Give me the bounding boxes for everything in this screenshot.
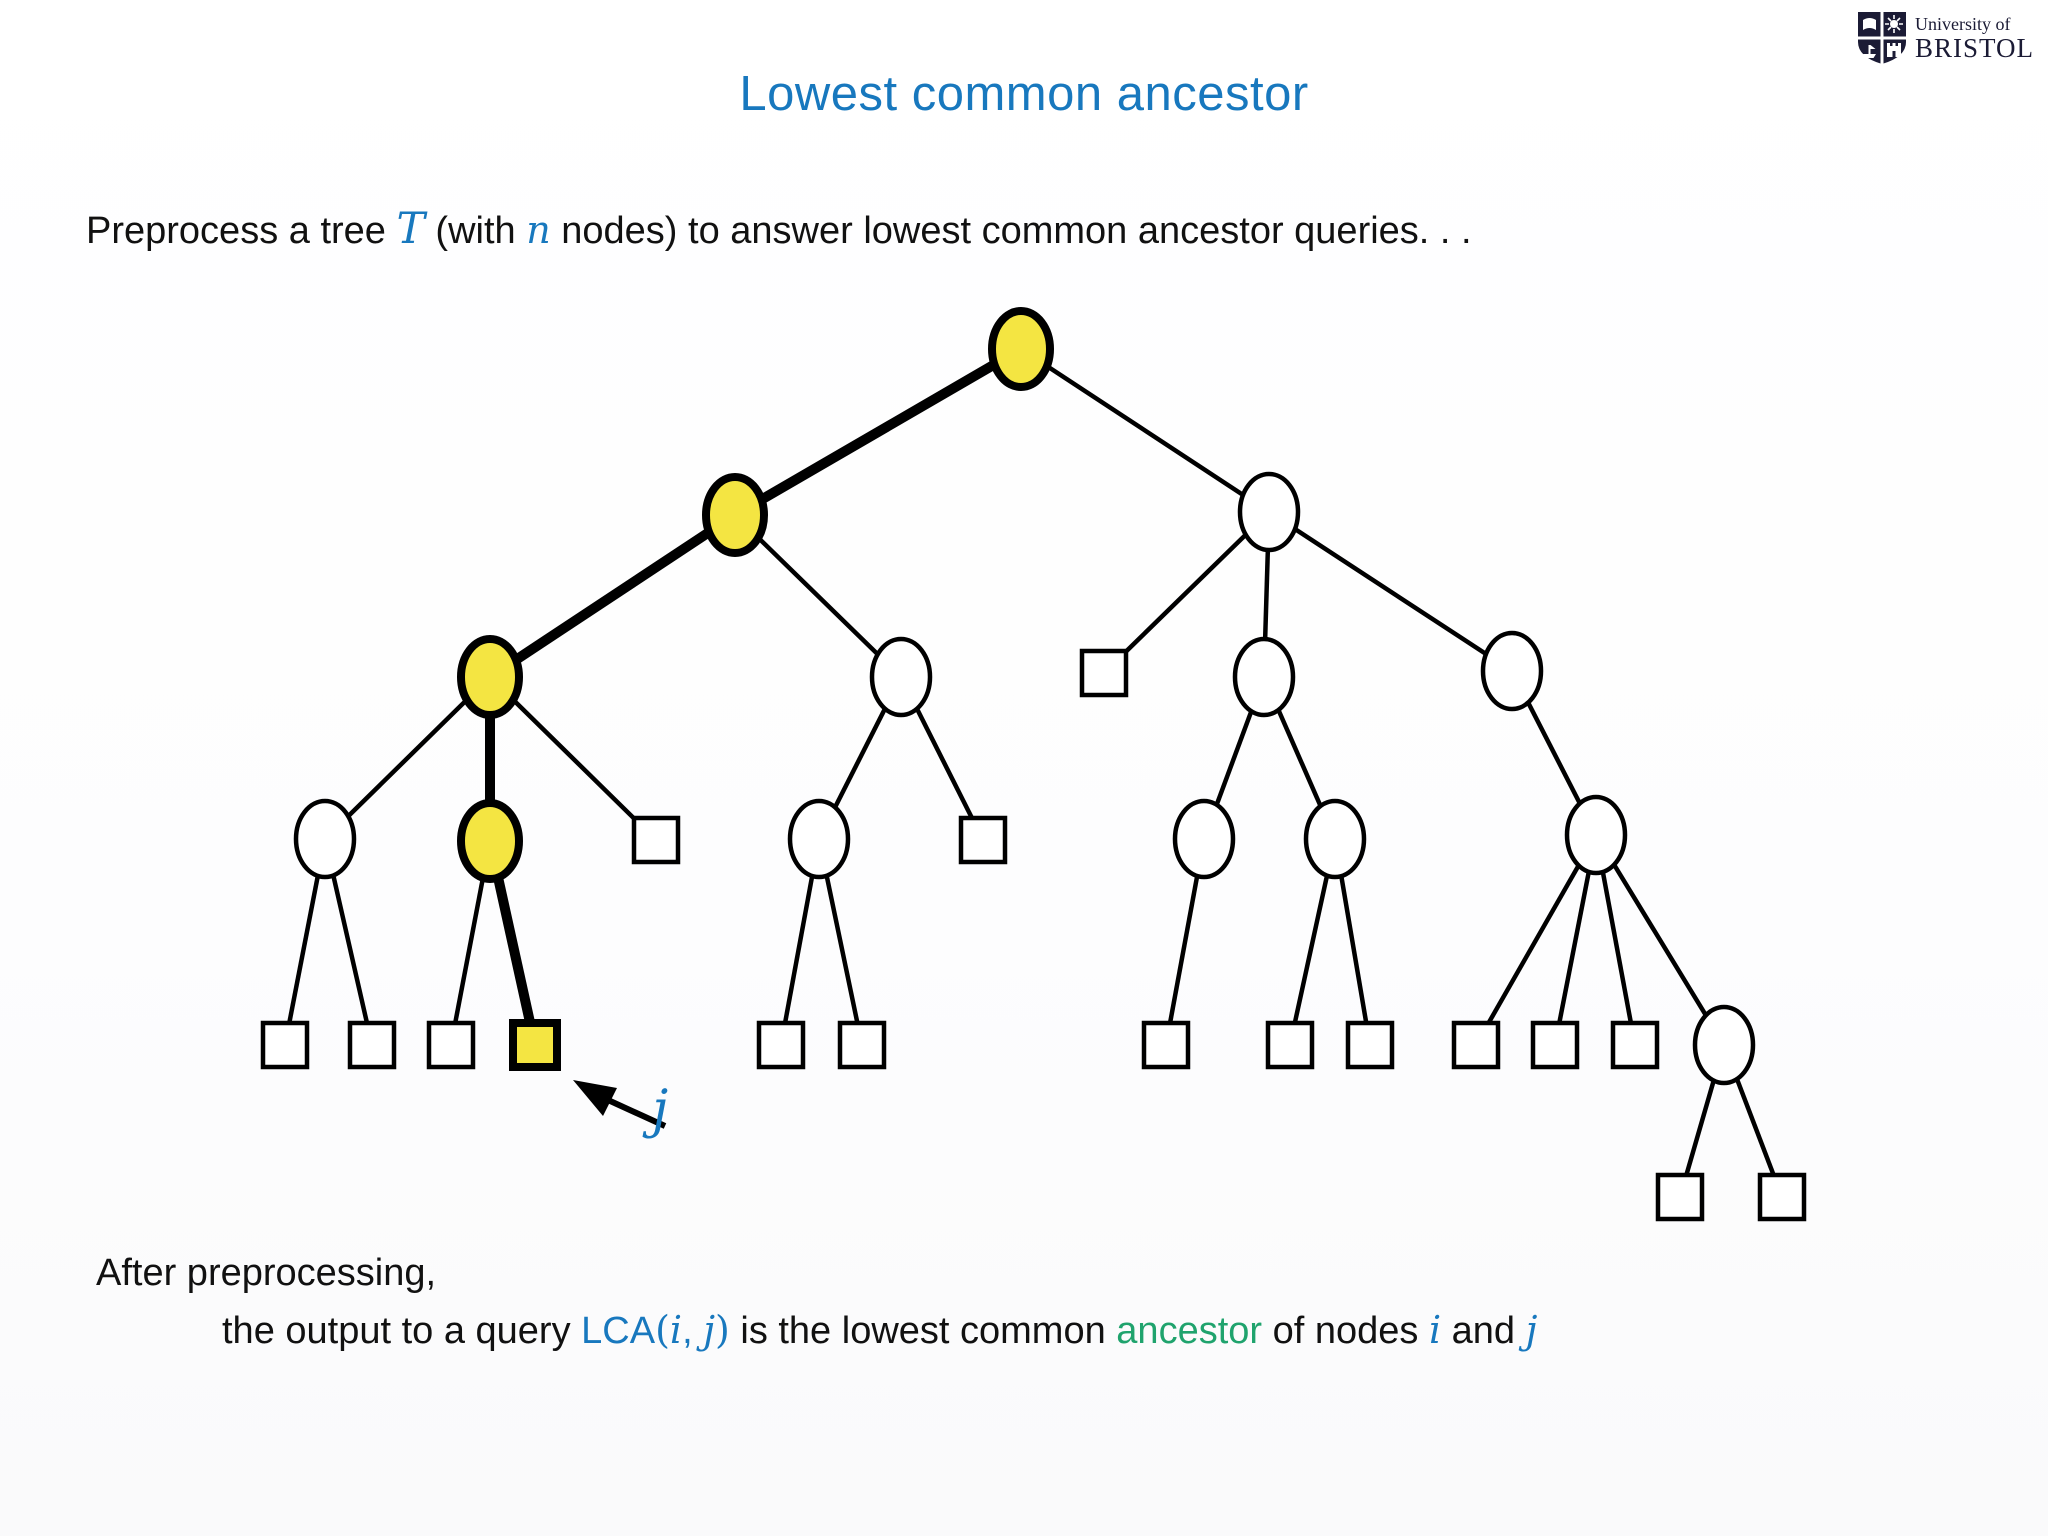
text-segment: j <box>703 1308 715 1352</box>
logo-line-2: BRISTOL <box>1914 33 2034 63</box>
tree-node-l <box>1564 794 1628 876</box>
tree-node-m <box>1692 1004 1756 1086</box>
arrow-pointer <box>573 1080 667 1129</box>
logo-line-1: University of <box>1914 14 2011 34</box>
tree-node-fs2 <box>837 1020 887 1070</box>
ship-icon <box>1862 45 1876 58</box>
tree-edge-b-bs <box>488 675 658 842</box>
tree-node-cs2 <box>347 1020 397 1070</box>
tree-node-ds1 <box>426 1020 476 1070</box>
tree-node-cs1 <box>260 1020 310 1070</box>
text-segment: n <box>526 208 551 252</box>
tree-node-fs1 <box>756 1020 806 1070</box>
tree-node-c <box>293 798 357 880</box>
text-segment: is the lowest common <box>729 1310 1117 1352</box>
text-segment: and <box>1441 1310 1526 1352</box>
tree-edge-a-e <box>733 513 903 679</box>
university-crest-icon <box>1857 12 1906 64</box>
tree-edge-g-k <box>1267 510 1514 673</box>
intro-sentence: Preprocess a tree T (with n nodes) to an… <box>86 204 1472 254</box>
tree-node-b-highlighted <box>457 635 523 719</box>
text-segment: nodes) to answer lowest common ancestor … <box>550 210 1472 252</box>
tree-node-ms1 <box>1655 1172 1705 1222</box>
university-logo-text: University of BRISTOL <box>1915 14 2034 62</box>
tree-edge-root-a <box>732 344 1024 520</box>
tree-node-ls2 <box>1530 1020 1580 1070</box>
tree-node-k <box>1480 630 1544 712</box>
text-segment: ( <box>655 1308 670 1352</box>
after-preprocessing-text: After preprocessing, <box>96 1252 437 1294</box>
page-title: Lowest common ancestor <box>739 67 1309 121</box>
tree-node-a-highlighted <box>702 473 768 557</box>
text-segment: Preprocess a tree <box>86 210 397 252</box>
tree-node-f <box>787 798 851 880</box>
tree-edge-a-b <box>487 510 738 682</box>
tree-node-ls1 <box>1451 1020 1501 1070</box>
tree-node-i <box>1172 798 1236 880</box>
tree-node-bs <box>631 815 681 865</box>
tree-node-es <box>958 815 1008 865</box>
tree-node-g <box>1237 471 1301 553</box>
university-logo: University of BRISTOL <box>1856 10 2034 66</box>
tree-edge-l-ls1 <box>1474 833 1598 1047</box>
query-output-text: the output to a query LCA(i, j) is the l… <box>222 1308 1537 1353</box>
node-j-annotation: j <box>652 1080 669 1140</box>
tree-node-e <box>869 636 933 718</box>
text-segment: the output to a query <box>222 1310 582 1352</box>
tree-node-gs <box>1079 648 1129 698</box>
sun-icon <box>1884 15 1903 33</box>
tree-node-ds2-highlighted <box>509 1019 561 1071</box>
tree-node-js1 <box>1265 1020 1315 1070</box>
tree-node-h <box>1232 636 1296 718</box>
text-segment: , <box>682 1310 704 1352</box>
text-segment: LCA <box>581 1310 656 1352</box>
tree-edge-l-m <box>1594 833 1726 1047</box>
tree-node-js2 <box>1345 1020 1395 1070</box>
text-segment: ) <box>714 1308 730 1352</box>
tree-node-d-highlighted <box>457 799 523 883</box>
tree-node-root-highlighted <box>988 307 1054 391</box>
text-segment: j <box>1525 1308 1538 1352</box>
tree-edge-b-c <box>323 675 492 841</box>
tree-edge-root-g <box>1019 347 1271 514</box>
text-segment: (with <box>424 210 527 252</box>
text-segment: of nodes <box>1262 1310 1429 1352</box>
castle-icon <box>1886 43 1901 57</box>
tree-node-ls3 <box>1610 1020 1660 1070</box>
book-icon <box>1862 18 1876 30</box>
text-segment: ancestor <box>1116 1310 1263 1352</box>
tree-node-ms2 <box>1757 1172 1807 1222</box>
tree-node-j <box>1303 798 1367 880</box>
tree-node-is1 <box>1141 1020 1191 1070</box>
text-segment: T <box>396 204 425 254</box>
tree-edge-g-gs <box>1102 510 1271 675</box>
text-segment: i <box>669 1308 683 1352</box>
text-segment: i <box>1428 1308 1442 1352</box>
